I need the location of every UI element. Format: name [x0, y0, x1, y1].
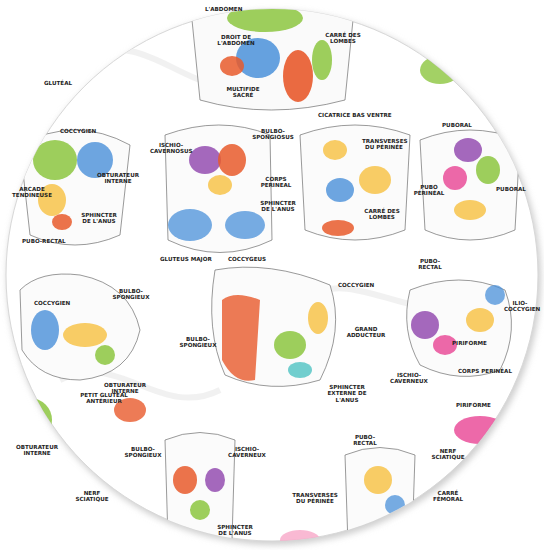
muscle-label: PUBO-RECTAL [414, 258, 446, 271]
muscle-label: PUBORAL [496, 186, 526, 192]
muscle-label: ISCHIO-CAVERNEUX [388, 372, 430, 385]
muscle-label: DROIT DE L'ABDOMEN [214, 34, 258, 47]
muscle-label: CICATRICE BAS VENTRE [318, 112, 392, 118]
muscle-label: PUBORAL [442, 122, 472, 128]
muscle-label: SPHINCTER DE L'ANUS [78, 212, 120, 225]
muscle-label: BULBO-SPONGIEUX [110, 288, 152, 301]
muscle-label: CARRÉ FÉMORAL [430, 490, 466, 503]
muscle-label: CORPS PERINÉAL [458, 368, 512, 374]
muscle-label: NERF SCIATIQUE [74, 490, 110, 503]
muscle-label: OBTURATEUR INTERNE [96, 172, 140, 185]
muscle-label: L'ABDOMEN [205, 6, 242, 12]
muscle-label: GLUTEUS MAJOR [160, 256, 212, 262]
muscle-label: PUBO-RECTAL [348, 434, 382, 447]
muscle-label: ARCADE TENDINEUSE [12, 186, 52, 199]
muscle-label: CARRÉ DES LOMBES [322, 32, 364, 45]
muscle-label: ILIO-COCCYGIEN [504, 300, 536, 313]
muscle-label: SPHINCTER DE L'ANUS [258, 200, 298, 213]
muscle-label: BULBO-SPONGIEUX [178, 336, 218, 349]
muscle-label: TRANSVERSES DU PÉRINÉE [292, 492, 338, 505]
muscle-label: GRAND ADDUCTEUR [346, 326, 386, 339]
muscle-label: ISCHIO-CAVERNEUX [226, 446, 268, 459]
muscle-label: PIRIFORME [452, 340, 487, 346]
muscle-label: BULBO-SPONGIOSUS [252, 128, 294, 141]
muscle-label: COCCYGIEN [34, 300, 70, 306]
muscle-label: ISCHIO-CAVERNOSUS [150, 142, 192, 155]
muscle-label: NERF SCIATIQUE [430, 448, 466, 461]
muscle-label: OBTURATEUR INTERNE [14, 444, 60, 457]
muscle-label: COCCYGEUS [228, 256, 266, 262]
muscle-label: COCCYGIEN [338, 282, 374, 288]
muscle-label: GLUTÉAL [44, 80, 72, 86]
muscle-label: CARRÉ DES LOMBES [362, 208, 402, 221]
muscle-label: SPHINCTER DE L'ANUS [214, 524, 256, 537]
muscle-label: PETIT GLUTÉAL ANTÉRIEUR [80, 392, 128, 405]
muscle-label: MULTIFIDE SACRÉ [222, 86, 264, 99]
muscle-label: TRANSVERSES DU PÉRINÉE [362, 138, 406, 151]
muscle-label: SPHINCTER EXTERNE DE L'ANUS [320, 384, 374, 403]
muscle-label: PIRIFORME [456, 402, 491, 408]
muscle-label: CORPS PERINEAL [258, 176, 294, 189]
muscle-label: PUBO-RECTAL [22, 238, 66, 244]
muscle-label: BULBO-SPONGIEUX [122, 446, 164, 459]
muscle-label: PUBO PÉRINÉAL [412, 184, 446, 197]
muscle-label: COCCYGIEN [60, 128, 96, 134]
